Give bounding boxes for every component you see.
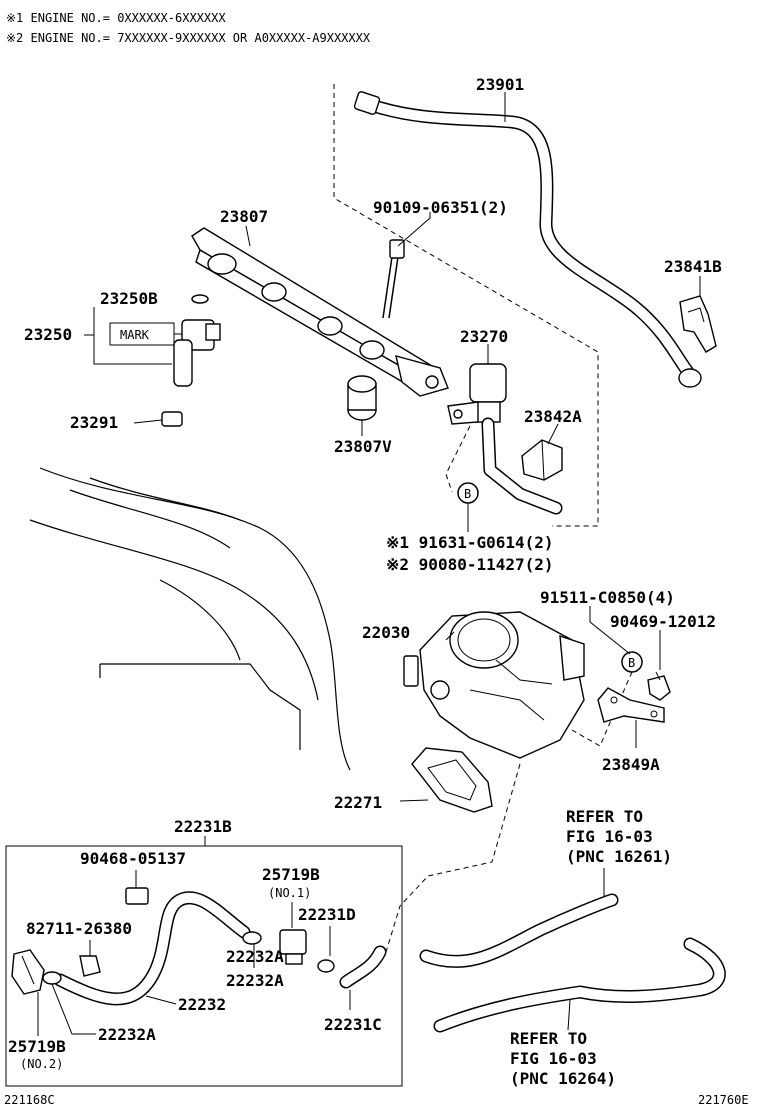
label-23849a: 23849A — [602, 755, 660, 774]
injector-23250 — [173, 319, 221, 387]
engine-outline — [29, 467, 351, 771]
bracket-23849a — [597, 687, 665, 723]
gasket-22271 — [411, 747, 493, 813]
label-90080-11427: ※2 90080-11427(2) — [386, 555, 554, 574]
label-23250: 23250 — [24, 325, 72, 344]
label-22232a-lower: 22232A — [98, 1025, 156, 1044]
label-25719b-no2: 25719B — [8, 1037, 66, 1056]
label-25719b-no2-sub: (NO.2) — [20, 1057, 63, 1071]
label-22232: 22232 — [178, 995, 226, 1014]
clip-82711 — [79, 955, 101, 977]
clamp-22232a-lower — [42, 971, 62, 985]
clamp-90468 — [125, 887, 149, 905]
throttle-body-22030 — [403, 611, 585, 759]
clamp-23841b — [679, 295, 717, 353]
label-25719b-no1-sub: (NO.1) — [268, 886, 311, 900]
label-22232a-upper: 22232A — [226, 947, 284, 966]
clamp-22231d — [317, 959, 335, 973]
engine-note-1: ※1 ENGINE NO.= 0XXXXXX-6XXXXXX — [6, 11, 226, 25]
callout-b-upper-label: B — [464, 487, 471, 501]
refer-2-line-c: (PNC 16264) — [510, 1069, 616, 1088]
refer-1-line-b: FIG 16-03 — [566, 827, 653, 846]
label-23270: 23270 — [460, 327, 508, 346]
refer-1-line-c: (PNC 16261) — [566, 847, 672, 866]
bolt-90109 — [382, 239, 405, 319]
mark-label: MARK — [120, 328, 150, 342]
figure-code-right: 221760E — [698, 1093, 749, 1107]
regulator-23270 — [447, 363, 563, 515]
refer-2-line-a: REFER TO — [510, 1029, 587, 1048]
clip-90469 — [647, 671, 671, 701]
figure-code-left: 221168C — [4, 1093, 55, 1107]
label-91631-g0614: ※1 91631-G0614(2) — [386, 533, 554, 552]
label-22030: 22030 — [362, 623, 410, 642]
vsv-25719b-no1 — [279, 929, 307, 965]
refer-2-line-b: FIG 16-03 — [510, 1049, 597, 1068]
refer-1-line-a: REFER TO — [566, 807, 643, 826]
protector-23842a — [521, 439, 563, 481]
cap-23291 — [161, 411, 183, 427]
label-23291: 23291 — [70, 413, 118, 432]
label-82711-26380: 82711-26380 — [26, 919, 132, 938]
label-91511-c0850: 91511-C0850(4) — [540, 588, 675, 607]
insulator-23807v — [347, 375, 377, 421]
hose-group-box — [5, 845, 403, 1087]
label-23250b: 23250B — [100, 289, 158, 308]
hose-16261 — [419, 893, 619, 968]
callout-b-lower-label: B — [628, 656, 635, 670]
fuel-rail-23807 — [191, 227, 449, 397]
label-23901: 23901 — [476, 75, 524, 94]
label-90469-12012: 90469-12012 — [610, 612, 716, 631]
label-23807v: 23807V — [334, 437, 392, 456]
fuel-hose-23901 — [353, 91, 702, 388]
label-23841b: 23841B — [664, 257, 722, 276]
label-22231b: 22231B — [174, 817, 232, 836]
engine-note-2: ※2 ENGINE NO.= 7XXXXXX-9XXXXXX OR A0XXXX… — [6, 31, 371, 45]
vsv-25719b-no2 — [11, 949, 45, 995]
label-23842a: 23842A — [524, 407, 582, 426]
label-22231c: 22231C — [324, 1015, 382, 1034]
hose-22232 — [53, 891, 251, 1006]
label-22271: 22271 — [334, 793, 382, 812]
o-ring-23250b — [191, 294, 209, 304]
label-90109-06351: 90109-06351(2) — [373, 198, 508, 217]
label-22231d: 22231D — [298, 905, 356, 924]
hose-16264 — [433, 937, 726, 1033]
label-90468-05137: 90468-05137 — [80, 849, 186, 868]
hose-22231c — [339, 945, 387, 989]
label-25719b-no1: 25719B — [262, 865, 320, 884]
label-22232a: 22232A — [226, 971, 284, 990]
label-23807: 23807 — [220, 207, 268, 226]
clamp-22232a-upper — [242, 931, 262, 945]
